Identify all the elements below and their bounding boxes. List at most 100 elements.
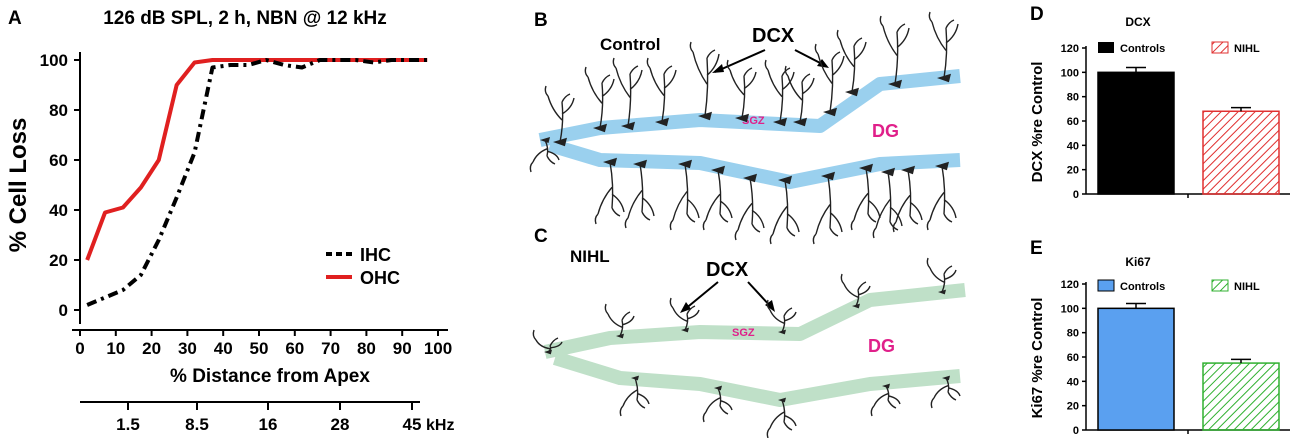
neuron-dendrite [879, 15, 910, 85]
panel-e: E Ki67 Ki67 %re Control 020406080100120 … [1029, 238, 1290, 437]
panel-c-condition: NIHL [570, 247, 610, 266]
legend-ihc-label: IHC [360, 245, 391, 265]
sgz-band-lower-nihl [552, 351, 961, 407]
panel-e-label: E [1030, 238, 1043, 259]
neuron-dendrite [619, 377, 650, 417]
panel-d-label: D [1030, 4, 1044, 25]
y-tick-label: 40 [49, 201, 68, 220]
panel-a-xlabel: % Distance from Apex [170, 366, 370, 387]
legend-ohc-label: OHC [360, 268, 400, 288]
bar-y-tick-label: 100 [1061, 303, 1079, 315]
panel-c-dcx-label: DCX [706, 259, 749, 281]
panel-a: A 126 dB SPL, 2 h, NBN @ 12 kHz % Cell L… [5, 8, 454, 434]
series-line-ohc [85, 58, 428, 261]
neuron-dendrite [814, 43, 845, 113]
panel-b-dg: DG [872, 121, 899, 141]
neuron-dendrite [702, 387, 733, 423]
panel-a-series [85, 58, 428, 307]
legend-dcx-controls-swatch [1098, 42, 1114, 53]
sgz-band-upper-nihl [543, 283, 966, 359]
x-tick-label: 30 [178, 339, 197, 358]
x-tick-label: 70 [321, 339, 340, 358]
khz-tick-label: 16 [259, 415, 278, 434]
panel-c-dg: DG [868, 336, 895, 356]
neuron-dendrite [532, 329, 563, 353]
x-tick-label: 50 [250, 339, 269, 358]
neuron-dendrite [926, 165, 957, 231]
panel-c-sgz: SGZ [732, 327, 755, 339]
panel-b-label: B [534, 10, 548, 31]
panel-d-legend: Controls NIHL [1098, 41, 1260, 55]
legend-ki67-nihl-label: NIHL [1234, 281, 1260, 293]
x-tick-label: 0 [75, 339, 84, 358]
neuron-dendrite [604, 303, 635, 337]
neuron-dendrite [766, 399, 797, 438]
neuron-dendrite [544, 85, 575, 143]
dcx-arrowhead-right [817, 59, 829, 68]
bar-y-tick-label: 100 [1061, 67, 1079, 79]
x-tick-label: 60 [285, 339, 304, 358]
neuron-dendrite [646, 57, 677, 123]
panel-b-dcx-label: DCX [752, 25, 795, 47]
panel-a-label: A [8, 8, 22, 29]
neuron-dendrite [870, 385, 901, 417]
nihl-arrow-left [683, 281, 719, 311]
neuron-dendrite [584, 66, 615, 129]
neuron-dendrite [612, 57, 643, 127]
panel-a-legend: IHC OHC [326, 245, 400, 288]
panel-b-condition: Control [600, 35, 660, 54]
bar-y-tick-label: 80 [1067, 92, 1079, 104]
legend-ki67-controls-label: Controls [1120, 281, 1165, 293]
x-tick-label: 10 [106, 339, 125, 358]
y-tick-label: 60 [49, 151, 68, 170]
panel-e-ylabel: Ki67 %re Control [1029, 298, 1046, 419]
y-tick-label: 100 [40, 51, 68, 70]
bar-y-tick-label: 60 [1067, 352, 1079, 364]
bar-nihl [1202, 362, 1280, 431]
panel-a-ylabel: % Cell Loss [5, 118, 32, 253]
legend-ki67-nihl-swatch [1211, 279, 1229, 292]
sgz-band-lower-control [547, 138, 961, 189]
y-tick-label: 80 [49, 101, 68, 120]
bar-y-tick-label: 40 [1067, 376, 1079, 388]
neuron-dendrite [836, 29, 867, 93]
bar-y-tick-label: 40 [1067, 140, 1079, 152]
neuron-dendrite [850, 167, 881, 231]
bar-controls [1097, 307, 1175, 431]
bar-nihl [1202, 110, 1280, 195]
neuron-dendrite [529, 139, 560, 173]
neuron-dendrite [726, 59, 757, 119]
bar-y-tick-label: 20 [1067, 401, 1079, 413]
neuron-dendrite [624, 163, 655, 229]
panel-a-axes [72, 52, 448, 331]
panel-d-title: DCX [1125, 15, 1150, 29]
bar-controls [1097, 71, 1175, 195]
neuron-dendrite [594, 161, 625, 225]
x-tick-label: 100 [424, 339, 452, 358]
neuron-dendrite [689, 41, 720, 117]
khz-tick-label: 1.5 [116, 415, 140, 434]
legend-ki67-controls-swatch [1097, 279, 1115, 292]
neuron-dendrite [784, 65, 815, 123]
neuron-dendrite [702, 169, 733, 231]
x-tick-label: 40 [214, 339, 233, 358]
series-line-ihc [86, 58, 428, 307]
bar-y-tick-label: 120 [1061, 43, 1079, 55]
legend-dcx-nihl-label: NIHL [1234, 43, 1260, 55]
x-tick-label: 80 [357, 339, 376, 358]
neuron-dendrite [926, 257, 957, 293]
panel-c: C NIHL DCX SGZ DG [532, 226, 966, 438]
nihl-arrowhead-left [680, 302, 691, 313]
neuron-dendrite [766, 299, 797, 333]
panel-c-label: C [534, 226, 548, 247]
neuron-dendrite [930, 377, 961, 409]
y-tick-label: 20 [49, 251, 68, 270]
dcx-arrow-left [714, 49, 766, 73]
bar-y-tick-label: 60 [1067, 116, 1079, 128]
legend-dcx-controls-label: Controls [1120, 43, 1165, 55]
khz-tick-label: 8.5 [185, 415, 209, 434]
